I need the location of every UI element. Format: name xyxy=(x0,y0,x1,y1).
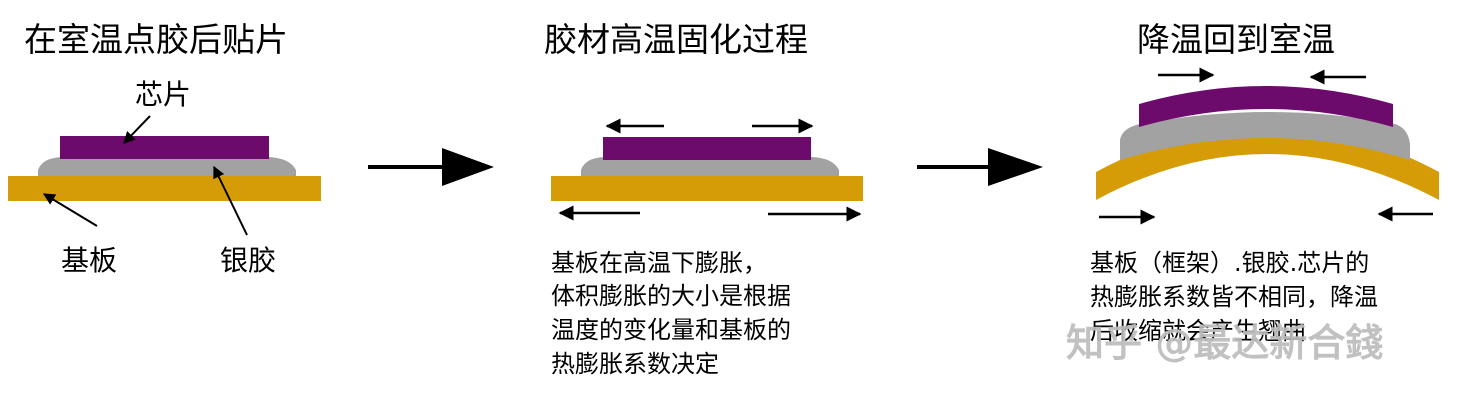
chip-layer xyxy=(60,136,269,159)
watermark: 知乎 @最达新合錢 xyxy=(1066,321,1383,365)
substrate-label: 基板 xyxy=(61,244,117,277)
step-3-description-line-3: 后收缩就会产生翘曲 xyxy=(1090,317,1306,345)
step-2-description-line-3: 温度的变化量和基板的 xyxy=(551,316,791,344)
step-1-title: 在室温点胶后贴片 xyxy=(24,20,288,59)
step-2-description-line-4: 热膨胀系数决定 xyxy=(551,350,719,378)
step-1-room-temp-mounting: 在室温点胶后贴片 芯片 基板 银胶 xyxy=(8,20,321,277)
step-2-description-line-1: 基板在高温下膨胀， xyxy=(551,249,767,277)
adhesive-label: 银胶 xyxy=(220,244,276,277)
adhesive-layer xyxy=(581,157,839,176)
transition-arrow-1 xyxy=(368,148,494,186)
transition-arrow-2 xyxy=(917,148,1043,186)
chip-layer-warped xyxy=(1139,86,1393,127)
substrate-layer xyxy=(8,176,321,201)
chip-layer xyxy=(603,137,811,160)
adhesive-pointer-line xyxy=(213,165,248,236)
step-2-title: 胶材高温固化过程 xyxy=(544,20,808,59)
step-2-high-temp-curing: 胶材高温固化过程 基板在高温下膨胀， 体积膨胀的大小是根据 温度的变化量和基板的… xyxy=(544,20,863,378)
adhesive-layer-warped xyxy=(1120,112,1410,160)
step-2-description-line-2: 体积膨胀的大小是根据 xyxy=(551,282,791,310)
substrate-layer xyxy=(551,176,863,201)
chip-pointer-line xyxy=(123,115,151,144)
step-3-description-line-1: 基板（框架）.银胶.芯片的 xyxy=(1090,249,1369,277)
substrate-pointer-line xyxy=(42,193,98,227)
step-3-description-line-2: 热膨胀系数皆不相同，降温 xyxy=(1090,283,1378,311)
chip-label: 芯片 xyxy=(135,78,191,111)
step-3-title: 降温回到室温 xyxy=(1137,20,1335,59)
step-3-cool-to-room-temp: 降温回到室温 基板（框架）.银胶.芯片的 热膨胀系数皆不相同，降温 后收缩就会产… xyxy=(1090,20,1439,345)
adhesive-layer xyxy=(38,157,296,176)
